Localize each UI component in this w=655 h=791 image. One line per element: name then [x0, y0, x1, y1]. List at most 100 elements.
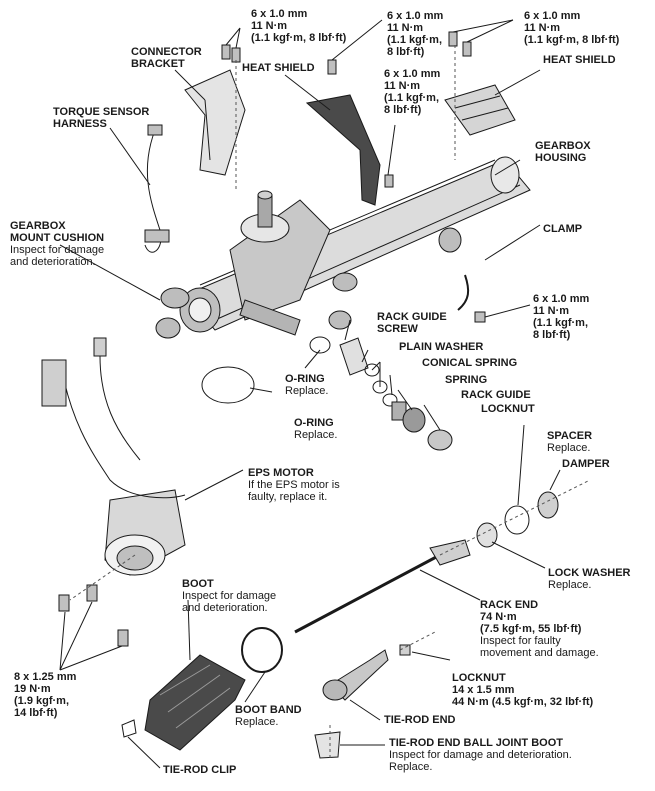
- part-name: O-RING: [285, 373, 325, 385]
- label-eps-motor: EPS MOTOR If the EPS motor is faulty, re…: [248, 467, 340, 503]
- label-plain-washer: PLAIN WASHER: [399, 341, 483, 353]
- bolt-spec-top-mid: 6 x 1.0 mm 11 N·m (1.1 kgf·m, 8 lbf·ft): [387, 10, 443, 58]
- assembly-centerlines: [69, 45, 591, 760]
- label-tie-rod-end: TIE-ROD END: [384, 714, 456, 726]
- rack-guide-stack-part: [339, 337, 453, 451]
- part-name: HARNESS: [53, 118, 107, 130]
- label-o-ring-1: O-RING Replace.: [285, 373, 328, 397]
- part-name: HEAT SHIELD: [543, 54, 616, 66]
- label-rack-guide: RACK GUIDE: [461, 389, 531, 401]
- part-note: Replace.: [235, 716, 279, 728]
- bolt-torque-alt: 14 lbf·ft): [14, 707, 58, 719]
- rack-end-torque: 74 N·m: [480, 611, 517, 623]
- part-name: O-RING: [294, 417, 334, 429]
- part-name: CONNECTOR: [131, 46, 202, 58]
- bolt-torque: 11 N·m: [387, 22, 424, 34]
- boot-band-part: [241, 627, 283, 673]
- part-name: SPRING: [445, 374, 488, 386]
- part-note: Replace.: [294, 429, 338, 441]
- locknut-size: 14 x 1.5 mm: [452, 684, 515, 696]
- leader-lines: [59, 19, 561, 769]
- part-name: GEARBOX: [10, 220, 66, 232]
- label-rack-guide-screw: RACK GUIDE SCREW: [377, 311, 447, 335]
- bolt-spec-clamp: 6 x 1.0 mm 11 N·m (1.1 kgf·m, 8 lbf·ft): [533, 293, 589, 341]
- part-name: MOUNT CUSHION: [10, 232, 105, 244]
- label-connector-bracket: CONNECTOR BRACKET: [131, 46, 202, 70]
- bolt-torque-alt: 8 lbf·ft): [384, 104, 422, 116]
- bolt-spec-top-right: 6 x 1.0 mm 11 N·m (1.1 kgf·m, 8 lbf·ft): [524, 10, 619, 46]
- label-lock-washer: LOCK WASHER Replace.: [548, 567, 631, 591]
- bolt-size: 8 x 1.25 mm: [14, 671, 77, 683]
- heat-shield-right-part: [444, 84, 516, 136]
- part-note: If the EPS motor is: [248, 479, 340, 491]
- clamp-part: [457, 274, 470, 311]
- bolt-torque-alt: 8 lbf·ft): [387, 46, 425, 58]
- bolt-size: 6 x 1.0 mm: [524, 10, 581, 22]
- part-name: BRACKET: [131, 58, 185, 70]
- part-name: RACK END: [480, 599, 539, 611]
- part-name: GEARBOX: [535, 140, 591, 152]
- tie-rod-clip-part: [121, 719, 137, 738]
- part-name: SCREW: [377, 323, 418, 335]
- bolt-size: 6 x 1.0 mm: [251, 8, 308, 20]
- o-ring-1-part: [309, 336, 331, 354]
- part-name: TIE-ROD CLIP: [163, 764, 237, 776]
- part-note: Replace.: [548, 579, 592, 591]
- part-note: Inspect for damage and deterioration.: [389, 749, 572, 761]
- bolt-torque: 11 N·m: [384, 80, 421, 92]
- o-ring-2-part: [201, 366, 255, 404]
- label-rack-end: RACK END 74 N·m (7.5 kgf·m, 55 lbf·ft) I…: [480, 599, 599, 659]
- tie-rod-end-part: [322, 644, 411, 701]
- label-gearbox-mount-cushion: GEARBOX MOUNT CUSHION Inspect for damage…: [10, 220, 104, 268]
- label-heat-shield-left: HEAT SHIELD: [242, 62, 315, 74]
- locknut-torque: 44 N·m (4.5 kgf·m, 32 lbf·ft): [452, 696, 594, 708]
- label-motor-bolts: 8 x 1.25 mm 19 N·m (1.9 kgf·m, 14 lbf·ft…: [14, 671, 76, 719]
- bolt-torque-alt: (1.1 kgf·m, 8 lbf·ft): [251, 32, 347, 44]
- label-locknut-top: LOCKNUT: [481, 403, 535, 415]
- rack-end-torque-alt: (7.5 kgf·m, 55 lbf·ft): [480, 623, 582, 635]
- bolt-torque-alt: 8 lbf·ft): [533, 329, 571, 341]
- connector-bracket-part: [184, 69, 246, 176]
- label-conical-spring: CONICAL SPRING: [422, 357, 517, 369]
- bolt-spec-mid: 6 x 1.0 mm 11 N·m (1.1 kgf·m, 8 lbf·ft): [384, 68, 440, 116]
- part-note: Inspect for damage: [182, 590, 277, 602]
- eps-motor-part: [41, 337, 186, 576]
- bolt-torque-alt: (1.1 kgf·m,: [387, 34, 443, 46]
- part-note: Replace.: [547, 442, 591, 454]
- bolt-torque-alt: (1.1 kgf·m, 8 lbf·ft): [524, 34, 620, 46]
- part-name: RACK GUIDE: [461, 389, 531, 401]
- part-name: TORQUE SENSOR: [53, 106, 150, 118]
- part-note: and deterioration.: [10, 256, 96, 268]
- bolt-torque-alt: (1.9 kgf·m,: [14, 695, 70, 707]
- part-name: PLAIN WASHER: [399, 341, 484, 353]
- bolt-spec-top-left: 6 x 1.0 mm 11 N·m (1.1 kgf·m, 8 lbf·ft): [251, 8, 346, 44]
- part-name: HOUSING: [535, 152, 587, 164]
- part-note: Replace.: [285, 385, 329, 397]
- part-name: BOOT BAND: [235, 704, 302, 716]
- part-name: SPACER: [547, 430, 593, 442]
- bolt-torque-alt: (1.1 kgf·m,: [384, 92, 440, 104]
- label-gearbox-housing: GEARBOX HOUSING: [535, 140, 591, 164]
- bolt-torque: 19 N·m: [14, 683, 51, 695]
- part-note: Inspect for damage: [10, 244, 105, 256]
- part-name: LOCKNUT: [481, 403, 535, 415]
- label-tie-rod-clip: TIE-ROD CLIP: [163, 764, 236, 776]
- part-note: faulty, replace it.: [248, 491, 328, 503]
- label-o-ring-2: O-RING Replace.: [294, 417, 337, 441]
- gearbox-housing-part: [179, 156, 531, 336]
- part-note: Inspect for faulty: [480, 635, 561, 647]
- label-locknut-bottom: LOCKNUT 14 x 1.5 mm 44 N·m (4.5 kgf·m, 3…: [452, 672, 593, 708]
- part-name: EPS MOTOR: [248, 467, 314, 479]
- tie-rod-boot-part: [314, 731, 341, 759]
- part-name: BOOT: [182, 578, 214, 590]
- part-name: DAMPER: [562, 458, 610, 470]
- bolt-torque-alt: (1.1 kgf·m,: [533, 317, 589, 329]
- torque-sensor-harness-part: [144, 124, 170, 253]
- part-name: RACK GUIDE: [377, 311, 447, 323]
- part-name: CONICAL SPRING: [422, 357, 518, 369]
- part-name: TIE-ROD END: [384, 714, 456, 726]
- part-name: LOCK WASHER: [548, 567, 631, 579]
- bolt-size: 6 x 1.0 mm: [384, 68, 441, 80]
- label-heat-shield-right: HEAT SHIELD: [543, 54, 616, 66]
